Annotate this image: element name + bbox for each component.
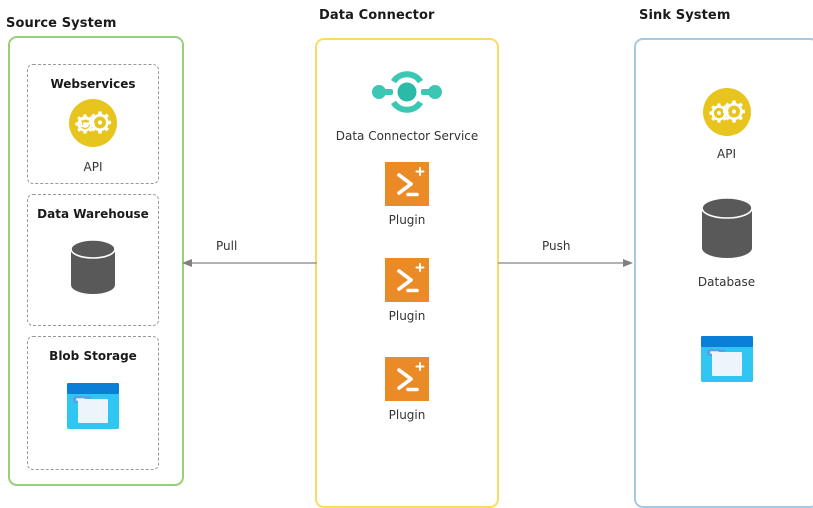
database-cylinder-icon: [67, 237, 119, 301]
source-blob-node[interactable]: [28, 381, 158, 443]
pull-arrow-label: Pull: [216, 239, 238, 253]
plugin-caption-2: Plugin: [388, 309, 426, 323]
plugin-node-1[interactable]: Plugin: [317, 162, 497, 227]
data-connector-service-icon: [371, 68, 443, 120]
database-cylinder-icon: [698, 195, 756, 265]
sink-system-group[interactable]: API Database: [634, 38, 813, 508]
api-gears-icon: [69, 99, 117, 147]
sink-blob-node[interactable]: [636, 334, 813, 396]
sink-system-title: Sink System: [639, 8, 731, 23]
data-warehouse-group[interactable]: Data Warehouse: [27, 194, 159, 326]
source-api-node[interactable]: API: [28, 99, 158, 174]
diagram-canvas: Source System Data Connector Sink System…: [6, 8, 813, 508]
plugin-powershell-icon: [385, 162, 429, 206]
source-system-group[interactable]: Webservices: [8, 36, 184, 486]
data-connector-service-node[interactable]: Data Connector Service: [317, 68, 497, 143]
plugin-powershell-icon: [385, 357, 429, 401]
source-api-caption: API: [83, 160, 103, 174]
sink-database-node[interactable]: Database: [636, 195, 813, 289]
pull-arrow: [181, 255, 317, 269]
source-system-title: Source System: [6, 16, 117, 31]
data-warehouse-label: Data Warehouse: [37, 207, 149, 221]
webservices-group[interactable]: Webservices: [27, 64, 159, 184]
webservices-label: Webservices: [50, 77, 136, 91]
push-arrow: [498, 255, 634, 269]
sink-api-node[interactable]: API: [636, 88, 813, 161]
push-arrow-label: Push: [542, 239, 571, 253]
api-gears-icon: [702, 88, 751, 136]
plugin-node-2[interactable]: Plugin: [317, 258, 497, 323]
blob-storage-window-icon: [65, 381, 121, 435]
data-connector-service-caption: Data Connector Service: [335, 129, 479, 143]
plugin-caption-3: Plugin: [388, 408, 426, 422]
sink-database-caption: Database: [697, 275, 756, 289]
data-connector-title: Data Connector: [319, 8, 435, 23]
blob-storage-label: Blob Storage: [49, 349, 137, 363]
plugin-node-3[interactable]: Plugin: [317, 357, 497, 422]
data-connector-group[interactable]: Data Connector Service Plugin: [315, 38, 499, 508]
source-database-node[interactable]: [28, 237, 158, 309]
plugin-powershell-icon: [385, 258, 429, 302]
sink-api-caption: API: [717, 147, 736, 161]
blob-storage-group[interactable]: Blob Storage: [27, 336, 159, 470]
blob-storage-window-icon: [699, 334, 755, 388]
plugin-caption-1: Plugin: [388, 213, 426, 227]
